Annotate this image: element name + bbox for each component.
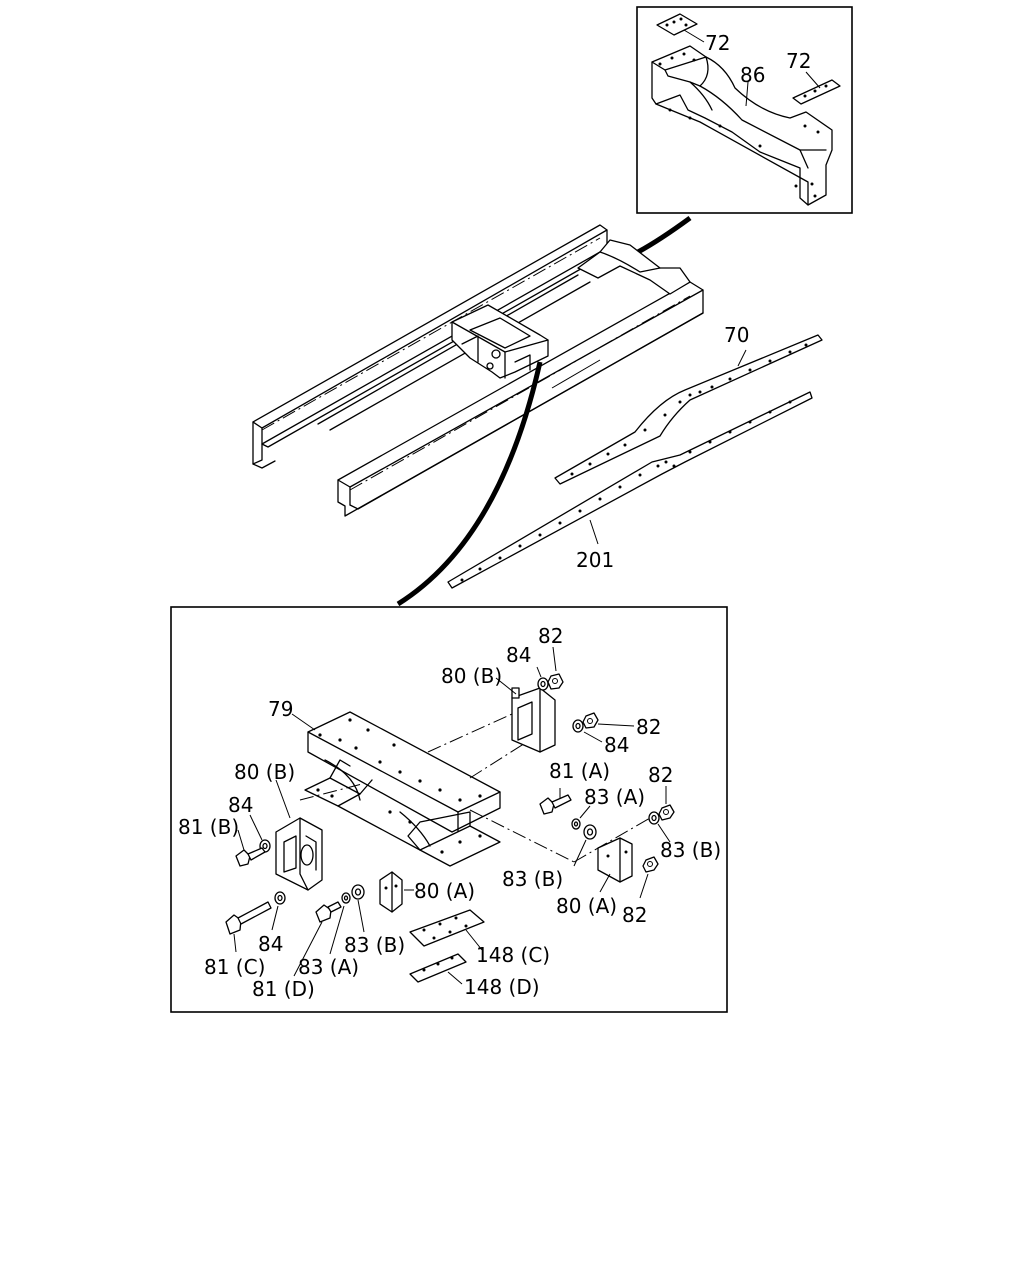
chassis-frame [252, 224, 704, 517]
label-82-mid: 82 [636, 715, 661, 739]
washer-83a-right [571, 818, 581, 830]
label-82-right: 82 [648, 763, 673, 787]
label-82-bottom: 82 [622, 903, 647, 927]
washer-83b-center [583, 824, 597, 840]
gusset-plate-72-right [792, 79, 841, 105]
crossmember-detail-inset: 72 86 72 [636, 6, 853, 214]
crossmember-86 [651, 45, 833, 206]
bracket-80b-left [275, 817, 323, 891]
washer-83b-right [648, 811, 660, 825]
label-84-low: 84 [258, 932, 283, 956]
label-81b: 81 (B) [178, 815, 239, 839]
label-72-top: 72 [705, 31, 730, 55]
label-72-right: 72 [786, 49, 811, 73]
label-86: 86 [740, 63, 765, 87]
bolt-81b [235, 847, 266, 867]
label-83b-center: 83 (B) [502, 867, 563, 891]
callout-curve-bottom [396, 361, 543, 607]
bracket-80a-center [379, 871, 403, 913]
label-148c: 148 (C) [476, 943, 550, 967]
label-80a-right: 80 (A) [556, 894, 617, 918]
plate-148d [409, 953, 467, 983]
label-80b-top: 80 (B) [441, 664, 502, 688]
bracket-80a-right [597, 837, 633, 883]
label-83b-right: 83 (B) [660, 838, 721, 862]
bracket-80b-top [511, 687, 556, 753]
label-84-top: 84 [506, 643, 531, 667]
nut-82-bottom [642, 856, 659, 873]
washer-84-mid [572, 719, 584, 733]
reinforcement-201 [447, 391, 813, 589]
washer-84-low [274, 891, 286, 905]
label-201: 201 [576, 548, 614, 572]
washer-83a-low [341, 892, 351, 904]
label-79: 79 [268, 697, 293, 721]
label-83b-low: 83 (B) [344, 933, 405, 957]
bolt-81c [225, 901, 272, 935]
washer-84-top [537, 677, 549, 691]
nut-82-right [658, 804, 675, 821]
crossmember-79 [304, 711, 501, 867]
plate-148c [409, 909, 485, 947]
reinforcement-70 [554, 334, 823, 485]
bolt-81d [315, 901, 342, 923]
callout-curve-top [636, 215, 692, 255]
label-84-mid: 84 [604, 733, 629, 757]
washer-83b-low [351, 884, 365, 900]
label-82-top: 82 [538, 624, 563, 648]
label-83a-right: 83 (A) [584, 785, 645, 809]
label-81d: 81 (D) [252, 977, 315, 1001]
label-84-left: 84 [228, 793, 253, 817]
label-80b-left: 80 (B) [234, 760, 295, 784]
label-83a-low: 83 (A) [298, 955, 359, 979]
inset-frame-bottom [170, 606, 728, 1013]
inset-frame-top [636, 6, 853, 214]
bolt-81a [539, 794, 572, 815]
label-80a-center: 80 (A) [414, 879, 475, 903]
gusset-plate-72-top [656, 13, 698, 36]
nut-82-mid [582, 712, 599, 729]
label-70: 70 [724, 323, 749, 347]
nut-82-top [547, 673, 564, 690]
label-81c: 81 (C) [204, 955, 265, 979]
label-81a: 81 (A) [549, 759, 610, 783]
label-148d: 148 (D) [464, 975, 540, 999]
